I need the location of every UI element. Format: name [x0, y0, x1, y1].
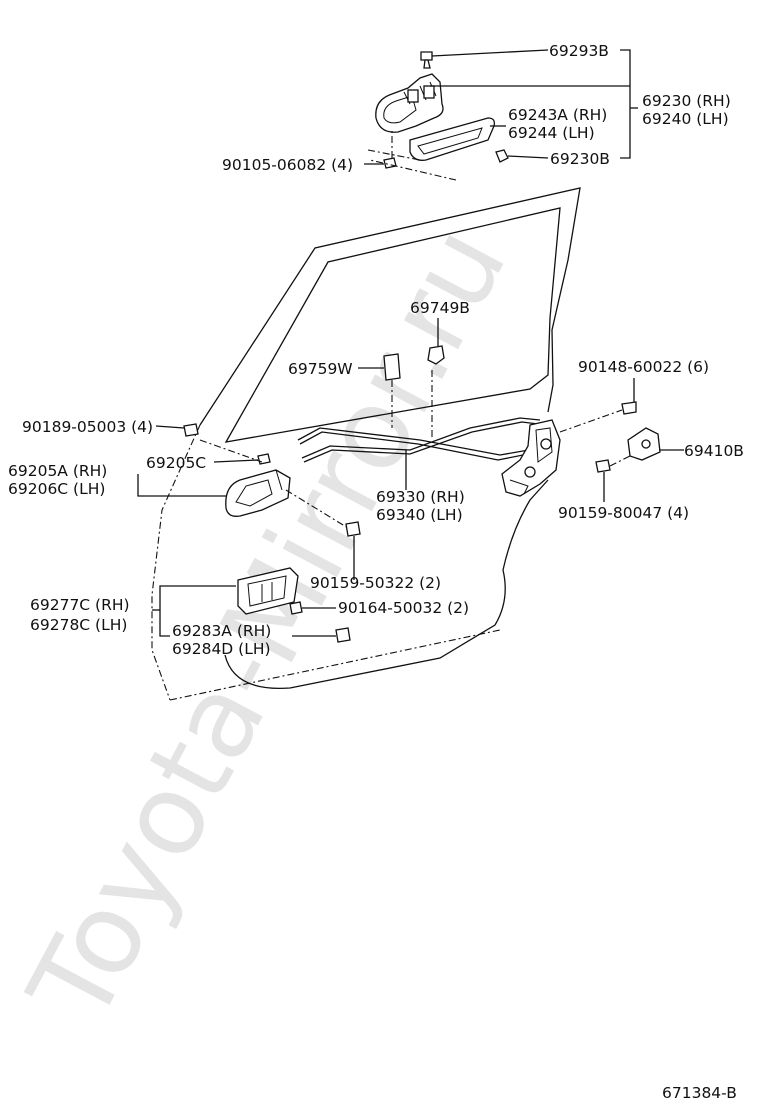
label-69340: 69340 (LH) [376, 506, 463, 524]
label-90148-60022: 90148-60022 (6) [578, 358, 709, 376]
door-outline [151, 187, 581, 701]
outside-handle-assembly [364, 49, 638, 181]
part-labels: 69293B 69230 (RH) 69240 (LH) 69243A (RH)… [8, 42, 744, 1102]
label-69205C: 69205C [146, 454, 206, 472]
label-90189-05003: 90189-05003 (4) [22, 418, 153, 436]
protector-69759W [358, 353, 401, 381]
label-90105-06082: 90105-06082 (4) [222, 156, 353, 174]
lock-rods [297, 370, 541, 490]
label-69410B: 69410B [684, 442, 744, 460]
label-69283A: 69283A (RH) [172, 622, 271, 640]
label-69244: 69244 (LH) [508, 124, 595, 142]
label-69278C: 69278C (LH) [30, 616, 127, 634]
label-90159-50322: 90159-50322 (2) [310, 574, 441, 592]
label-69205A: 69205A (RH) [8, 462, 107, 480]
label-90159-80047: 90159-80047 (4) [558, 504, 689, 522]
diagram-id: 671384-B [662, 1084, 737, 1102]
label-69230B: 69230B [550, 150, 610, 168]
label-90164-50032: 90164-50032 (2) [338, 599, 469, 617]
label-69240-lh: 69240 (LH) [642, 110, 729, 128]
label-69293B: 69293B [549, 42, 609, 60]
label-69277C: 69277C (RH) [30, 596, 130, 614]
door-lock-assembly [501, 378, 637, 497]
label-69749B: 69749B [410, 299, 470, 317]
label-69206C: 69206C (LH) [8, 480, 105, 498]
label-69243A: 69243A (RH) [508, 106, 607, 124]
label-69759W: 69759W [288, 360, 353, 378]
bezel-69277C [152, 567, 351, 643]
label-69284D: 69284D (LH) [172, 640, 271, 658]
clip-69749B [427, 318, 445, 365]
label-69230-rh: 69230 (RH) [642, 92, 731, 110]
label-69330: 69330 (RH) [376, 488, 465, 506]
inside-handle-69205A [137, 423, 361, 580]
striker-69410B [595, 427, 684, 502]
